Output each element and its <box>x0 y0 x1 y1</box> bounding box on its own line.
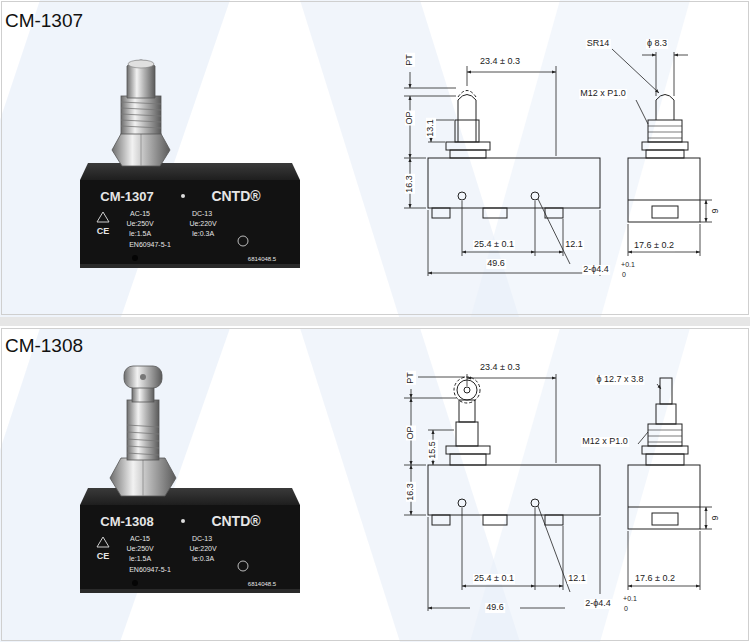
product-marking: Ie:0.3A <box>192 555 214 563</box>
product-marking: CE <box>97 552 110 562</box>
dimension-label: OP <box>405 110 415 125</box>
dimension-label: PT <box>406 371 416 385</box>
dimension-label: +0.1 <box>620 261 636 269</box>
product-marking: CE <box>97 227 110 237</box>
product-marking: CM-1307 <box>100 190 153 204</box>
dimension-label: 17.6 ± 0.2 <box>634 574 676 584</box>
switch-photo <box>80 60 300 268</box>
product-marking: Ue:220V <box>189 545 216 553</box>
product-marking: CNTD® <box>211 514 260 529</box>
dimension-label: 12.1 <box>567 574 587 584</box>
dimension-label: 0 <box>621 271 627 279</box>
product-marking: 6814048.5 <box>248 581 276 588</box>
dimension-label: 2-ϕ4.4 <box>584 599 612 609</box>
dimension-label: 0 <box>623 605 629 613</box>
product-marking: Ie:1.5A <box>129 230 151 238</box>
dimension-label: 25.4 ± 0.1 <box>473 574 515 584</box>
dimension-label: 13.1 <box>426 118 436 138</box>
side-view <box>628 95 700 223</box>
dimension-label: M12 x P1.0 <box>581 437 629 447</box>
front-view <box>428 377 600 525</box>
dimension-label: ϕ 8.3 <box>646 39 668 49</box>
product-marking: EN60947-5-1 <box>129 566 171 574</box>
product-marking: DC-13 <box>192 535 212 543</box>
product-marking: Ie:1.5A <box>129 555 151 563</box>
product-marking: AC-15 <box>130 210 150 218</box>
dimension-label: 16.3 <box>406 482 416 502</box>
product-marking: CM-1308 <box>100 515 153 529</box>
panel-frame <box>2 329 749 641</box>
dimension-label: 17.6 ± 0.2 <box>633 241 675 251</box>
panel-separator <box>0 317 750 326</box>
dimension-label: 25.4 ± 0.1 <box>473 240 515 250</box>
dimension-label: M12 x P1.0 <box>579 89 627 99</box>
product-marking: Ie:0.3A <box>192 230 214 238</box>
product-marking: EN60947-5-1 <box>129 241 171 249</box>
dimension-label: 16.3 <box>405 174 415 194</box>
dimension-label: 15.5 <box>428 440 438 460</box>
product-marking: CNTD® <box>211 189 260 204</box>
product-marking: Ue:220V <box>189 220 216 228</box>
dimension-lines <box>404 374 600 611</box>
dimension-label: 9 <box>711 514 721 521</box>
panel-frame <box>2 2 749 315</box>
product-marking: Ue:250V <box>126 545 153 553</box>
dimension-label: PT <box>405 53 415 67</box>
dimension-label: +0.1 <box>622 595 638 603</box>
dimension-label: OP <box>406 425 416 440</box>
dimension-label: 9 <box>711 207 721 214</box>
dimension-label: 12.1 <box>564 240 584 250</box>
dimension-label: 49.6 <box>486 259 506 269</box>
dimension-lines <box>612 49 712 256</box>
front-view <box>428 91 600 219</box>
dimension-label: 23.4 ± 0.3 <box>479 57 521 67</box>
side-view <box>628 378 700 529</box>
product-marking: DC-13 <box>192 210 212 218</box>
dimension-label: 2-ϕ4.4 <box>582 265 610 275</box>
model-title: CM-1307 <box>5 11 83 32</box>
dimension-lines <box>628 384 712 590</box>
product-marking: Ue:250V <box>126 220 153 228</box>
dimension-lines <box>404 66 600 276</box>
switch-photo <box>80 366 300 593</box>
model-title: CM-1308 <box>5 336 83 357</box>
product-marking: AC-15 <box>130 535 150 543</box>
product-marking: 6814048.5 <box>248 256 276 263</box>
dimension-label: ϕ 12.7 x 3.8 <box>595 375 644 385</box>
dimension-label: 49.6 <box>485 603 505 613</box>
dimension-label: 23.4 ± 0.3 <box>479 363 521 373</box>
dimension-label: SR14 <box>586 39 611 49</box>
